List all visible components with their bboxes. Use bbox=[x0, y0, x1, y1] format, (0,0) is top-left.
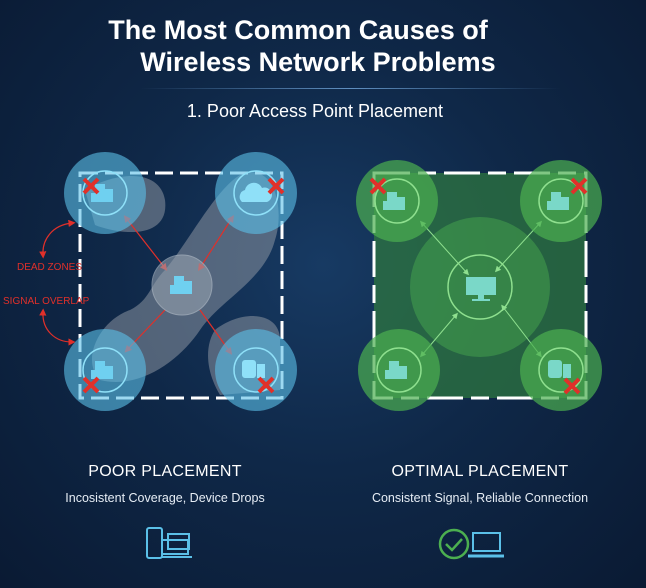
poor-placement-description: Incosistent Coverage, Device Drops bbox=[65, 491, 265, 505]
page-title: The Most Common Causes of Wireless Netwo… bbox=[108, 15, 496, 77]
signal-overlap-label: SIGNAL OVERLAP bbox=[3, 296, 90, 307]
annotation-arrow bbox=[39, 308, 76, 346]
poor-placement-diagram bbox=[39, 152, 297, 411]
optimal-placement-description: Consistent Signal, Reliable Connection bbox=[371, 491, 589, 505]
access-point-node bbox=[215, 152, 297, 234]
signal-arrow bbox=[123, 215, 168, 271]
access-point-node bbox=[64, 152, 146, 234]
access-point-node bbox=[64, 329, 146, 411]
access-point-node bbox=[356, 160, 438, 242]
signal-arrow bbox=[494, 220, 543, 273]
access-point-node bbox=[358, 329, 440, 411]
check-laptop-icon bbox=[438, 528, 504, 560]
server-icon bbox=[242, 360, 265, 378]
signal-arrow bbox=[419, 220, 470, 276]
annotation-arrow bbox=[39, 219, 76, 259]
poor-placement-caption: POOR PLACEMENT Incosistent Coverage, Dev… bbox=[40, 463, 290, 505]
center-access-point bbox=[447, 254, 513, 320]
access-point-node bbox=[215, 329, 297, 411]
cloud-upload-icon bbox=[239, 182, 272, 202]
access-point-node bbox=[520, 160, 602, 242]
monitor-icon bbox=[466, 277, 496, 301]
server-icon bbox=[548, 360, 571, 378]
coverage-area-border bbox=[372, 171, 588, 400]
optimal-placement-diagram bbox=[356, 160, 602, 411]
coverage-area-border bbox=[78, 171, 284, 400]
poor-placement-heading: POOR PLACEMENT bbox=[88, 463, 242, 480]
access-point-node bbox=[520, 329, 602, 411]
phone-laptop-icon bbox=[146, 527, 192, 559]
signal-arrow bbox=[198, 214, 234, 272]
optimal-placement-heading: OPTIMAL PLACEMENT bbox=[391, 463, 569, 480]
divider bbox=[140, 88, 560, 89]
center-access-point bbox=[151, 254, 213, 316]
subtitle: 1. Poor Access Point Placement bbox=[186, 101, 444, 121]
dead-zones-label: DEAD ZONES bbox=[17, 262, 83, 273]
optimal-placement-caption: OPTIMAL PLACEMENT Consistent Signal, Rel… bbox=[350, 463, 610, 505]
